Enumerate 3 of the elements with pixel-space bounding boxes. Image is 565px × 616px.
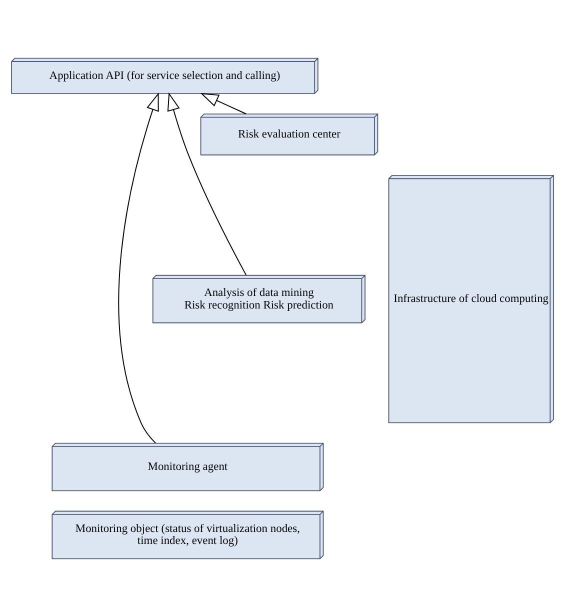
arrow bbox=[118, 92, 159, 444]
arrow bbox=[200, 92, 247, 114]
arrow bbox=[167, 92, 247, 276]
